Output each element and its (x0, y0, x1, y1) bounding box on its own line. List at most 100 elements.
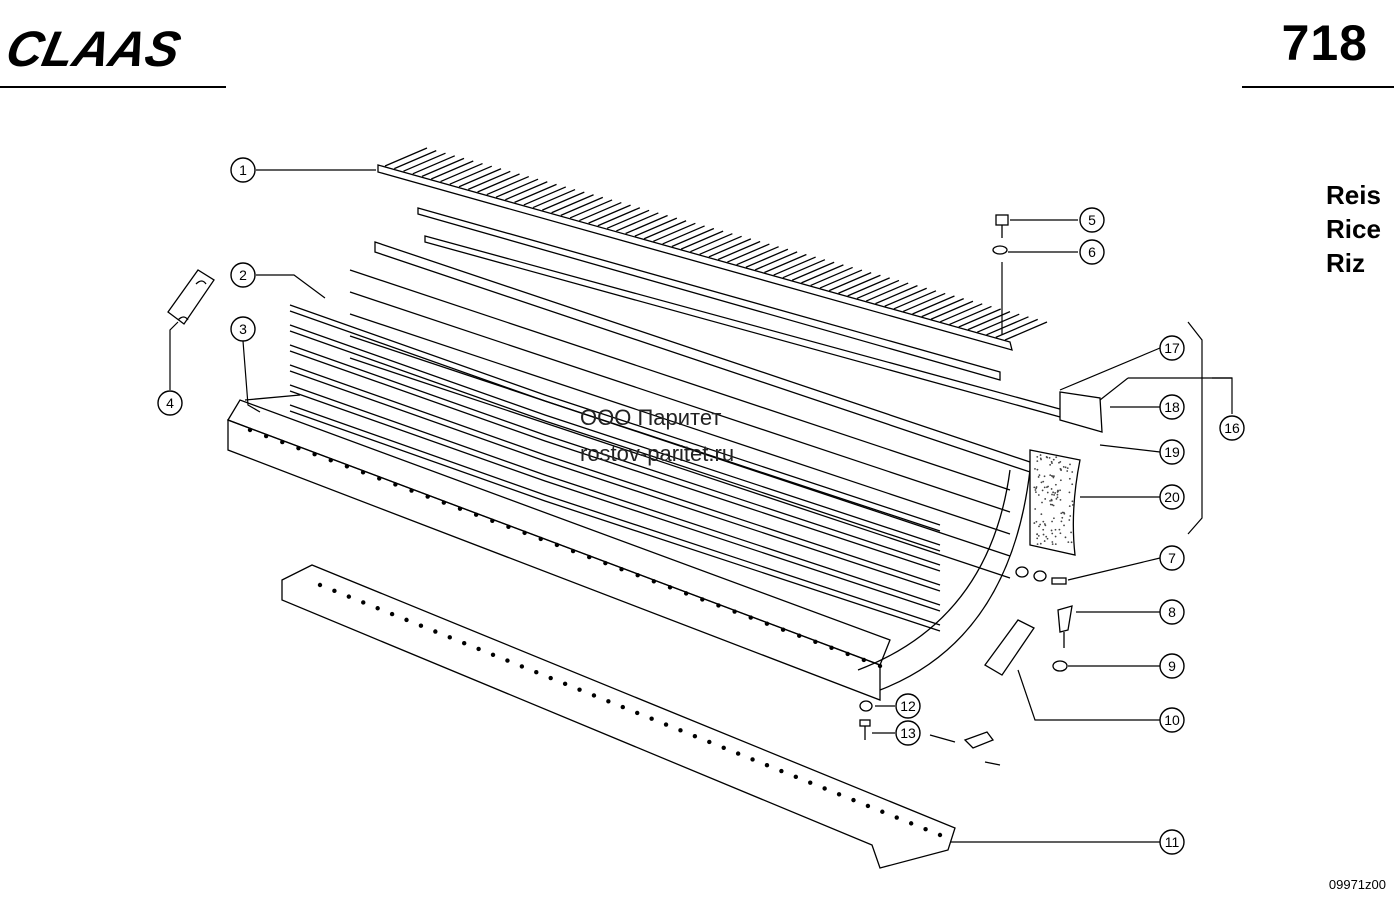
strip-tooth (495, 178, 539, 198)
part-strips (417, 207, 1101, 429)
plate-texture-dot (1060, 520, 1063, 523)
variant-fr: Riz (1326, 248, 1365, 278)
grate-bar (289, 384, 941, 606)
plate-texture-dot (1069, 463, 1071, 466)
strip-tooth (671, 227, 715, 248)
brand-name: CLAAS (8, 21, 186, 77)
plate-texture-dot (1036, 543, 1039, 546)
strip-tooth (579, 201, 622, 222)
rail-hole (692, 733, 698, 739)
plate-texture-dot (1042, 533, 1045, 536)
svg-text:12: 12 (900, 698, 916, 714)
plate-texture-dot (1043, 475, 1046, 478)
frame-hole (732, 609, 737, 614)
rail-hole (606, 699, 611, 704)
frame-hole (667, 585, 673, 590)
strip-tooth (708, 238, 752, 258)
rail-hole (880, 809, 885, 814)
rail-hole (389, 611, 395, 617)
callout-7: 7 (1159, 545, 1185, 571)
plate-texture-dot (1048, 456, 1051, 459)
plate-texture-dot (1036, 533, 1038, 536)
rail-hole (908, 821, 914, 826)
rail-hole (808, 780, 813, 785)
plate-texture-dot (1052, 458, 1055, 461)
frame-hole (748, 615, 753, 620)
svg-text:2: 2 (239, 267, 247, 283)
frame-hole (554, 542, 560, 548)
strip-tooth (828, 272, 872, 292)
plate-texture-dot (1054, 528, 1057, 531)
plate-texture-dot (1041, 489, 1044, 492)
strip-tooth (745, 248, 789, 268)
plate-texture-dot (1054, 492, 1057, 494)
svg-text:4: 4 (166, 395, 174, 411)
plate-texture-dot (1042, 528, 1045, 531)
grate-bar-edge (289, 410, 941, 632)
plate-texture-dot (1050, 529, 1053, 532)
plate-texture-dot (1052, 504, 1055, 507)
frame-hole (764, 621, 770, 626)
strip-tooth (967, 311, 1011, 331)
strip-tooth (801, 264, 844, 284)
callout-12: 12 (895, 693, 921, 719)
frame-rail (349, 357, 1011, 579)
plate-texture-dot (1034, 468, 1036, 470)
strip-tooth (458, 168, 502, 188)
strip-tooth (486, 175, 530, 196)
frame-hole (360, 470, 366, 475)
grate-bar (289, 364, 941, 586)
strip-tooth (606, 209, 650, 229)
strip-tooth (616, 212, 659, 232)
frame-rail (349, 313, 1011, 535)
plate-texture-dot (1070, 531, 1072, 534)
plate-texture-dot (1061, 516, 1064, 519)
plate-texture-dot (1037, 476, 1040, 478)
rail-hole (433, 629, 438, 634)
strip-tooth (791, 261, 835, 281)
grate-bar (289, 404, 941, 626)
strip-tooth (412, 155, 456, 175)
svg-text:18: 18 (1164, 399, 1180, 415)
strip-tooth (754, 251, 798, 271)
rail-hole (937, 832, 943, 838)
strip-tooth (912, 295, 955, 315)
plate-texture-dot (1051, 543, 1054, 546)
rail-hole (317, 582, 323, 588)
frame-hole (473, 512, 479, 517)
rail-hole (548, 675, 553, 681)
frame-hole (280, 439, 285, 445)
frame-hole (780, 627, 786, 632)
strip-tooth (838, 274, 881, 294)
strip-tooth (727, 243, 770, 263)
callout-4: 4 (157, 390, 183, 416)
strip-tooth (431, 160, 474, 180)
rail-hole (620, 704, 625, 710)
frame-rail (349, 291, 1011, 513)
strip-tooth (588, 204, 631, 224)
callout-17: 17 (1159, 335, 1185, 361)
strip-tooth (921, 298, 964, 318)
plate-texture-dot (1059, 489, 1061, 492)
rail-hole (476, 646, 481, 652)
rail-hole (851, 797, 856, 803)
plate-texture-dot (1046, 537, 1049, 540)
plate-texture-dot (1051, 532, 1054, 535)
plate-texture-dot (1054, 483, 1057, 486)
plate-texture-dot (1071, 500, 1074, 503)
strip-tooth (875, 285, 918, 305)
rail-hole (793, 774, 799, 780)
strip-tooth (902, 292, 946, 313)
svg-text:13: 13 (900, 725, 916, 741)
plate-texture-dot (1056, 493, 1059, 496)
frame-hole (328, 458, 333, 463)
rail-hole (750, 757, 755, 762)
plate-texture-dot (1046, 456, 1049, 459)
plate-texture-dot (1042, 480, 1045, 483)
svg-text:6: 6 (1088, 244, 1096, 260)
rail-hole (865, 803, 871, 809)
plate-texture-dot (1043, 540, 1046, 542)
grate-bar (289, 324, 941, 546)
frame-hole (813, 639, 818, 644)
strip-tooth (421, 157, 465, 177)
